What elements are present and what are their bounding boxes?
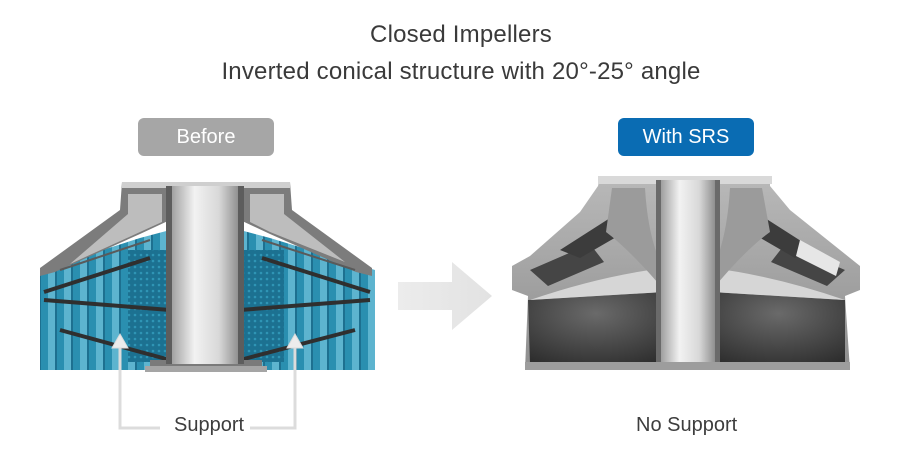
transition-arrow [398,262,492,330]
impeller-with-srs [512,176,860,370]
impeller-before [40,182,375,430]
before-badge: Before [138,118,274,156]
shroud-top [40,182,372,276]
no-support-caption: No Support [636,414,738,436]
support-caption: Support [174,414,245,436]
support-callout-lines [118,340,297,430]
with-srs-badge: With SRS [618,118,754,156]
diagram-title: Closed Impellers [370,21,552,48]
cavity-right [712,292,845,364]
shaft-with-srs [660,180,716,364]
cavity-left [528,292,664,364]
support-arrow-right [286,332,304,349]
diagram-subtitle: Inverted conical structure with 20°-25° … [221,58,701,85]
shaft-before [170,186,240,364]
support-arrow-left [111,332,129,349]
